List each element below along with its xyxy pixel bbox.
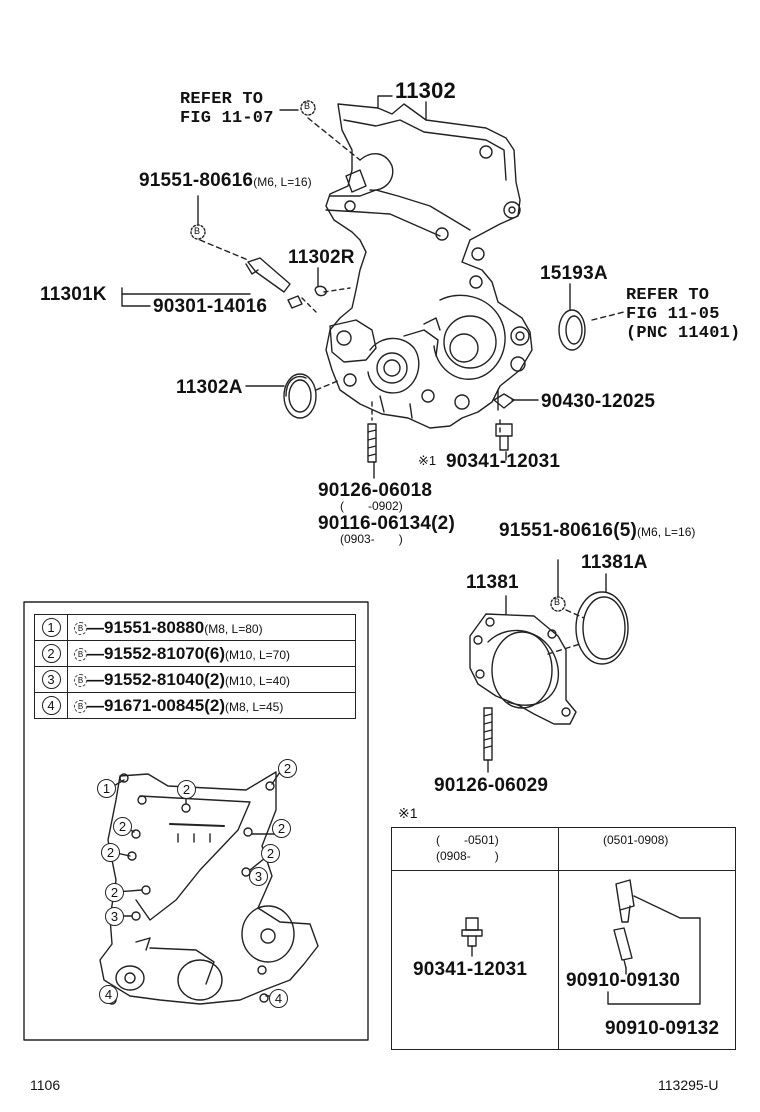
flange-bolt	[245, 257, 291, 293]
variant-col2-header: (0501-0908)	[558, 827, 736, 871]
part-11302a-label: 11302A	[176, 377, 243, 398]
key-row-part: 91551-80880	[104, 617, 205, 637]
refer-label-1-line1: REFER TO	[180, 90, 264, 109]
variant-col1-line2: (0908- )	[436, 849, 499, 863]
part-11301k-label: 11301K	[40, 284, 107, 305]
key-row-circle: 3	[41, 670, 61, 689]
variant-col1-body	[391, 870, 559, 1050]
variant-note-mark: ※1	[398, 805, 418, 821]
variant-col1-line1: ( -0501)	[436, 833, 499, 847]
cover-callout-circle: 3	[105, 907, 124, 926]
part-90301-label: 90301-14016	[153, 296, 268, 317]
key-row-number: 4	[34, 692, 68, 719]
footer-right: 113295-U	[658, 1077, 719, 1093]
key-row-part: 91552-81040(2)	[104, 669, 225, 689]
marker-b-1: B	[304, 101, 311, 111]
bolt-top-part: 91551-80616	[139, 170, 254, 191]
part-90430-label: 90430-12025	[541, 391, 656, 412]
bolt-rear-label: 91551-80616(5)(M6, L=16)	[499, 521, 695, 540]
variant-table: ( -0501) (0908- ) (0501-0908)	[391, 827, 736, 1050]
key-row-spec: (M10, L=70)	[224, 647, 291, 662]
key-row-circle: 2	[41, 644, 61, 663]
stud-2-range: (0903- )	[340, 532, 403, 546]
cover-callout-circle: 2	[177, 780, 196, 799]
bolt-marker-icon: B	[74, 699, 87, 713]
cover-callout-circle: 4	[269, 989, 288, 1008]
variant-col2-part-2: 90910-09132	[605, 1018, 720, 1039]
variant-body-row	[391, 870, 736, 1050]
key-row-circle: 1	[41, 618, 61, 637]
cover-bolt-map	[99, 771, 319, 1005]
variant-col2-body	[558, 870, 736, 1050]
bolt-rear-spec: (M6, L=16)	[637, 525, 696, 539]
cover-callout-circle: 1	[97, 779, 116, 798]
variant-col2-part-1: 90910-09130	[566, 970, 681, 991]
key-row-number: 3	[34, 666, 68, 693]
cover-callout-circle: 2	[101, 843, 120, 862]
part-90341-label: 90341-12031	[446, 451, 561, 472]
cover-part-label: 11302	[395, 78, 456, 103]
key-row-spec: (M8, L=80)	[204, 621, 263, 636]
key-row-spec: (M8, L=45)	[224, 699, 284, 714]
stud-rear-label: 90126-06029	[434, 775, 549, 796]
marker-b-2: B	[194, 226, 201, 236]
part-15193a-label: 15193A	[540, 263, 608, 284]
refer-label-2-line2: FIG 11-05	[626, 305, 720, 324]
oil-seal-retainer	[469, 613, 577, 725]
key-row-dash: —	[87, 669, 104, 689]
variant-header-row: ( -0501) (0908- ) (0501-0908)	[391, 827, 736, 871]
part-11302r-label: 11302R	[288, 247, 355, 268]
key-row-spec: (M10, L=40)	[224, 673, 291, 688]
timing-chain-cover	[325, 103, 533, 429]
key-row-body: B—91552-81040(2)(M10, L=40)	[67, 666, 356, 693]
refer-label-1-line2: FIG 11-07	[180, 109, 274, 128]
bolt-marker-icon: B	[74, 673, 87, 687]
key-row-number: 1	[34, 614, 68, 641]
marker-b-3: B	[554, 597, 561, 607]
footer-left: 1106	[30, 1077, 61, 1093]
callout-leaders	[109, 771, 281, 1001]
cover-callout-circle: 2	[272, 819, 291, 838]
key-row-dash: —	[87, 617, 104, 637]
cover-callout-circle: 2	[113, 817, 132, 836]
refer-label-2-line1: REFER TO	[626, 286, 710, 305]
cover-callout-circle: 2	[105, 883, 124, 902]
key-row-number: 2	[34, 640, 68, 667]
key-row-body: B—91671-00845(2)(M8, L=45)	[67, 692, 356, 719]
variant-col2-line: (0501-0908)	[603, 833, 669, 847]
bolt-top-spec: (M6, L=16)	[253, 175, 312, 189]
key-row-body: B—91552-81070(6)(M10, L=70)	[67, 640, 356, 667]
key-row-part: 91671-00845(2)	[104, 695, 225, 715]
key-row-body: B—91551-80880(M8, L=80)	[67, 614, 356, 641]
stud-2-label: 90116-06134(2)	[318, 513, 455, 534]
bolt-top-label: 91551-80616(M6, L=16)	[139, 171, 312, 190]
bolt-marker-icon: B	[74, 621, 87, 635]
cover-callout-circle: 4	[99, 985, 118, 1004]
cover-callout-circle: 3	[249, 867, 268, 886]
key-row-dash: —	[87, 643, 104, 663]
note-mark-1: ※1	[418, 453, 437, 468]
part-11381-label: 11381	[466, 572, 519, 593]
cover-callout-circle: 2	[261, 844, 280, 863]
stud-1-range: ( -0902)	[340, 499, 403, 513]
bolt-rear-part: 91551-80616(5)	[499, 520, 638, 541]
refer-label-2-line3: (PNC 11401)	[626, 324, 741, 343]
key-row-part: 91552-81070(6)	[104, 643, 225, 663]
stud-1-label: 90126-06018	[318, 480, 433, 501]
cover-callout-circle: 2	[278, 759, 297, 778]
bolt-marker-icon: B	[74, 647, 87, 661]
part-11381a-label: 11381A	[581, 552, 648, 573]
key-row-dash: —	[87, 695, 104, 715]
variant-col1-part: 90341-12031	[413, 959, 528, 980]
bolt-key-frame	[23, 601, 369, 1041]
variant-col1-header: ( -0501) (0908- )	[391, 827, 559, 871]
key-row-circle: 4	[41, 696, 61, 715]
